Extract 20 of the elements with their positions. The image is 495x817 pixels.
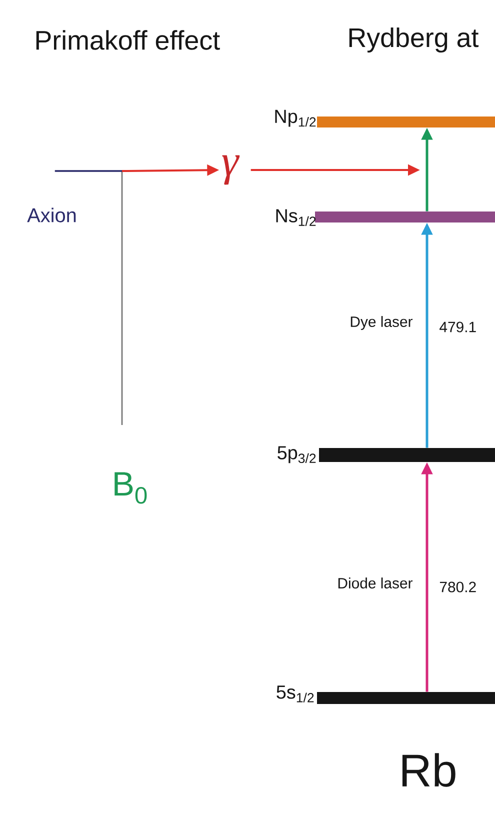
energy-level: Ns$_{1/2}$: [276, 209, 495, 226]
node-label: 5s$_{1/2}$: [276, 686, 314, 702]
node-label: Ns$_{1/2}$: [276, 209, 316, 226]
node-label: 5p$_{3/2}$: [278, 446, 316, 464]
energy-level: 5p$_{3/2}$: [278, 446, 495, 464]
text-label: Diode laser: [338, 578, 412, 588]
text-label: 479.1: [440, 322, 476, 332]
text-label: Dye laser: [350, 316, 413, 330]
axion-line: [54, 170, 122, 172]
text-label: 780.2: [440, 582, 476, 592]
text-label: Axion: [27, 208, 76, 222]
element-label: Rb: [402, 753, 456, 787]
energy-level: Np$_{1/2}$: [275, 110, 495, 128]
field-line: [121, 171, 123, 426]
heading: Primakoff effect: [36, 30, 220, 50]
symbol-label: γ: [222, 155, 240, 185]
heading: Rydberg at: [349, 27, 479, 53]
text-label: B$_{0}$: [114, 472, 147, 504]
energy-level: 5s$_{1/2}$: [276, 686, 495, 704]
node-label: Np$_{1/2}$: [275, 110, 316, 127]
